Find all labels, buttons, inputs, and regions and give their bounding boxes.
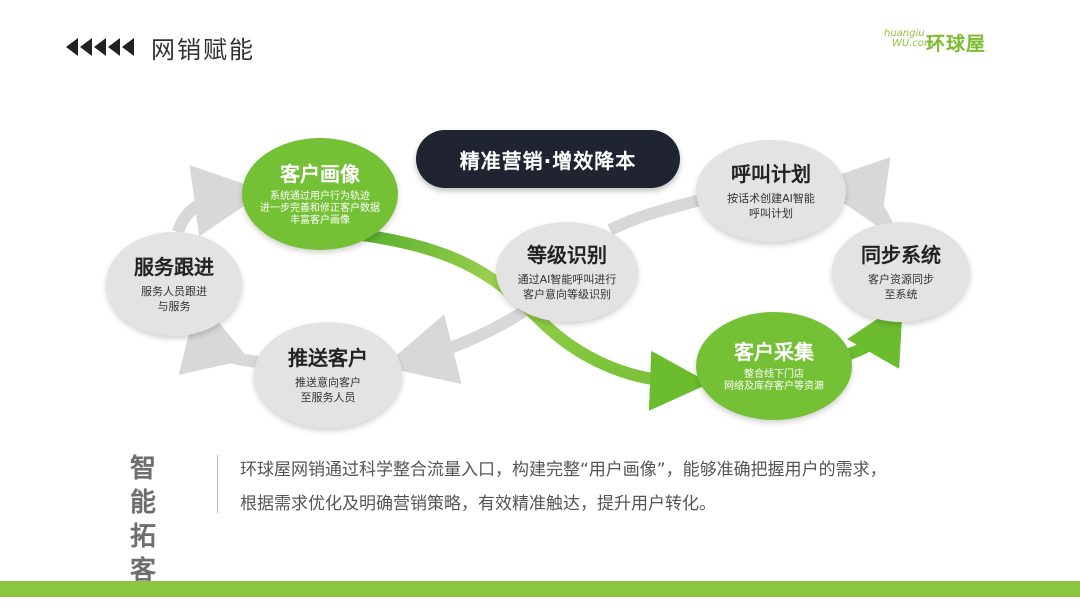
page-title: 网销赋能: [151, 36, 255, 64]
brand-latin-line1: huangiu: [884, 28, 925, 39]
node-followup-desc: 服务人员跟进 与服务: [141, 285, 207, 313]
precision-marketing-banner: 精准营销·增效降本: [416, 130, 680, 188]
node-push: 推送客户 推送意向客户 至服务人员: [254, 322, 402, 428]
summary-divider: [217, 455, 218, 513]
node-collect-desc: 整合线下门店 网络及库存客户等资源: [724, 369, 824, 392]
node-followup-title: 服务跟进: [134, 255, 214, 279]
arrow-grading-to-call: [607, 194, 702, 236]
summary-line1: 环球屋网销通过科学整合流量入口，构建完整“用户画像”，能够准确把握用户的需求，: [240, 460, 887, 480]
back-arrows-icon: [66, 38, 134, 56]
node-grading-desc: 通过AI智能呼叫进行 客户意向等级识别: [517, 273, 617, 301]
node-profile-desc: 系统通过用户行为轨迹 进一步完善和修正客户数据 丰富客户画像: [260, 191, 380, 226]
brand-name: 环球屋: [926, 33, 987, 55]
summary-tag-line2: 拓客: [130, 522, 167, 586]
node-sync-title: 同步系统: [861, 243, 941, 267]
node-call: 呼叫计划 按话术创建AI智能 呼叫计划: [696, 140, 846, 242]
node-push-desc: 推送意向客户 至服务人员: [295, 376, 361, 404]
node-grading-title: 等级识别: [527, 243, 607, 267]
node-followup: 服务跟进 服务人员跟进 与服务: [106, 232, 242, 336]
arrow-followup-to-profile: [172, 165, 266, 237]
node-sync: 同步系统 客户资源同步 至系统: [832, 222, 970, 322]
node-sync-desc: 客户资源同步 至系统: [868, 273, 934, 301]
brand-latin-line2: WU.com: [892, 38, 934, 49]
node-call-desc: 按话术创建AI智能 呼叫计划: [727, 192, 815, 220]
node-collect: 客户采集 整合线下门店 网络及库存客户等资源: [696, 312, 852, 420]
summary-tag: 智能 拓客: [130, 452, 200, 588]
summary-line2: 根据需求优化及明确营销策略，有效精准触达，提升用户转化。: [240, 494, 716, 514]
summary-text: 环球屋网销通过科学整合流量入口，构建完整“用户画像”，能够准确把握用户的需求， …: [240, 453, 1040, 521]
node-grading: 等级识别 通过AI智能呼叫进行 客户意向等级识别: [496, 222, 638, 322]
node-profile-title: 客户画像: [280, 162, 360, 186]
arrow-push-to-followup: [178, 296, 263, 375]
node-collect-title: 客户采集: [734, 340, 814, 364]
brand-logo: huangiu WU.com 环球屋: [884, 27, 994, 56]
node-call-title: 呼叫计划: [731, 162, 811, 186]
footer-bar: [0, 581, 1080, 597]
node-push-title: 推送客户: [288, 346, 368, 370]
node-profile: 客户画像 系统通过用户行为轨迹 进一步完善和修正客户数据 丰富客户画像: [242, 138, 398, 250]
summary-tag-line1: 智能: [130, 454, 167, 518]
